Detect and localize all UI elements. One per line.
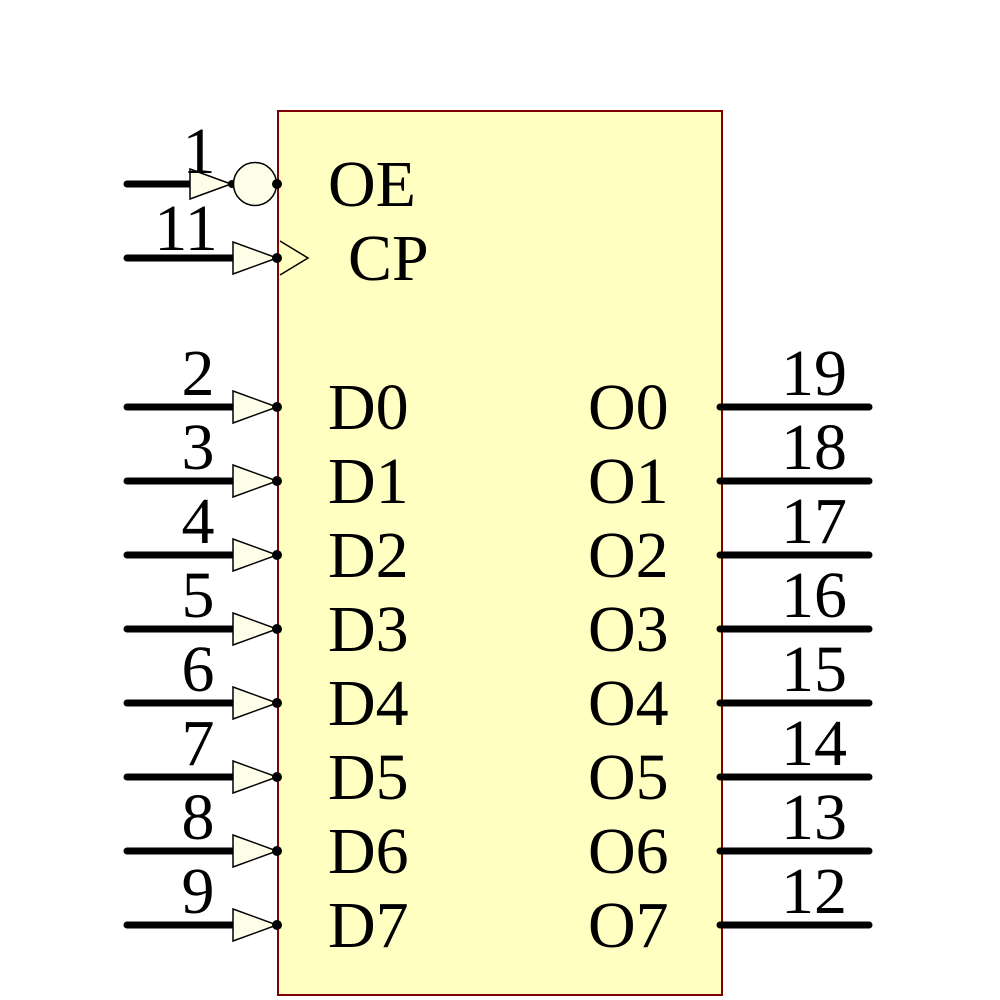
pin-name-label: D4 bbox=[328, 667, 409, 740]
pin-number-label: 5 bbox=[182, 559, 215, 632]
input-pin-d6: 8 D6 bbox=[123, 781, 409, 888]
control-pin-cp: 11 CP bbox=[123, 192, 429, 295]
output-pin-o6: 13 O6 bbox=[588, 781, 873, 888]
pin-number-label: 11 bbox=[154, 192, 218, 265]
pin-number-label: 17 bbox=[781, 485, 847, 558]
chip-body bbox=[277, 110, 723, 996]
pin-name-label: D5 bbox=[328, 741, 409, 814]
input-arrow-icon bbox=[232, 537, 280, 573]
output-pin-o2: 17 O2 bbox=[588, 485, 873, 592]
pin-name-label: O3 bbox=[588, 593, 669, 666]
pin-name-label: D6 bbox=[328, 815, 409, 888]
input-arrow-icon bbox=[232, 685, 280, 721]
pin-name-label: O7 bbox=[588, 889, 669, 962]
pin-number-label: 3 bbox=[182, 411, 215, 484]
pin-name-label: O6 bbox=[588, 815, 669, 888]
input-arrow-icon bbox=[189, 167, 234, 201]
pin-name-label: O5 bbox=[588, 741, 669, 814]
input-arrow-icon bbox=[232, 907, 280, 943]
output-pin-o4: 15 O4 bbox=[588, 633, 873, 740]
pin-number-label: 8 bbox=[182, 781, 215, 854]
pin-number-label: 18 bbox=[781, 411, 847, 484]
input-pin-d1: 3 D1 bbox=[123, 411, 409, 518]
pin-number-label: 12 bbox=[781, 855, 847, 928]
input-pin-d5: 7 D5 bbox=[123, 707, 409, 814]
connection-dot bbox=[272, 550, 282, 560]
pin-name-label: O0 bbox=[588, 371, 669, 444]
pin-name-label: O1 bbox=[588, 445, 669, 518]
pin-name-label: O2 bbox=[588, 519, 669, 592]
output-pin-o7: 12 O7 bbox=[588, 855, 873, 962]
pin-name-label: D7 bbox=[328, 889, 409, 962]
input-pin-d2: 4 D2 bbox=[123, 485, 409, 592]
pin-name-label: D3 bbox=[328, 593, 409, 666]
pin-number-label: 19 bbox=[781, 337, 847, 410]
pin-number-label: 13 bbox=[781, 781, 847, 854]
pin-number-label: 1 bbox=[183, 115, 216, 188]
input-arrow-icon bbox=[232, 389, 280, 425]
pin-number-label: 15 bbox=[781, 633, 847, 706]
connection-dot bbox=[272, 476, 282, 486]
pin-name-label: D0 bbox=[328, 371, 409, 444]
input-arrow-icon bbox=[232, 463, 280, 499]
input-arrow-icon bbox=[232, 759, 280, 795]
pin-name-label: D1 bbox=[328, 445, 409, 518]
pin-number-label: 6 bbox=[182, 633, 215, 706]
connection-dot bbox=[272, 920, 282, 930]
pin-name-label: CP bbox=[348, 222, 429, 295]
output-pin-o3: 16 O3 bbox=[588, 559, 873, 666]
clock-edge-icon bbox=[279, 240, 310, 276]
output-pin-o0: 19 O0 bbox=[588, 337, 873, 444]
pin-number-label: 4 bbox=[182, 485, 215, 558]
connection-dot bbox=[272, 846, 282, 856]
output-pin-o5: 14 O5 bbox=[588, 707, 873, 814]
input-pin-d7: 9 D7 bbox=[123, 855, 409, 962]
pin-number-label: 16 bbox=[781, 559, 847, 632]
pin-name-label: O4 bbox=[588, 667, 669, 740]
input-pin-d3: 5 D3 bbox=[123, 559, 409, 666]
pin-number-label: 7 bbox=[182, 707, 215, 780]
input-arrow-icon bbox=[232, 833, 280, 869]
pin-number-label: 2 bbox=[182, 337, 215, 410]
pin-name-label: OE bbox=[328, 148, 416, 221]
pin-number-label: 14 bbox=[781, 707, 847, 780]
connection-dot bbox=[272, 772, 282, 782]
output-pin-o1: 18 O1 bbox=[588, 411, 873, 518]
connection-dot bbox=[272, 624, 282, 634]
input-arrow-icon bbox=[232, 240, 280, 276]
input-arrow-icon bbox=[232, 611, 280, 647]
pin-name-label: D2 bbox=[328, 519, 409, 592]
control-pin-oe: 1 OE bbox=[123, 115, 416, 221]
input-pin-d0: 2 D0 bbox=[123, 337, 409, 444]
connection-dot bbox=[272, 402, 282, 412]
connection-dot bbox=[272, 698, 282, 708]
connection-dot bbox=[272, 253, 282, 263]
pin-number-label: 9 bbox=[182, 855, 215, 928]
input-pin-d4: 6 D4 bbox=[123, 633, 409, 740]
connection-dot bbox=[272, 179, 282, 189]
inversion-bubble-icon bbox=[232, 161, 278, 207]
